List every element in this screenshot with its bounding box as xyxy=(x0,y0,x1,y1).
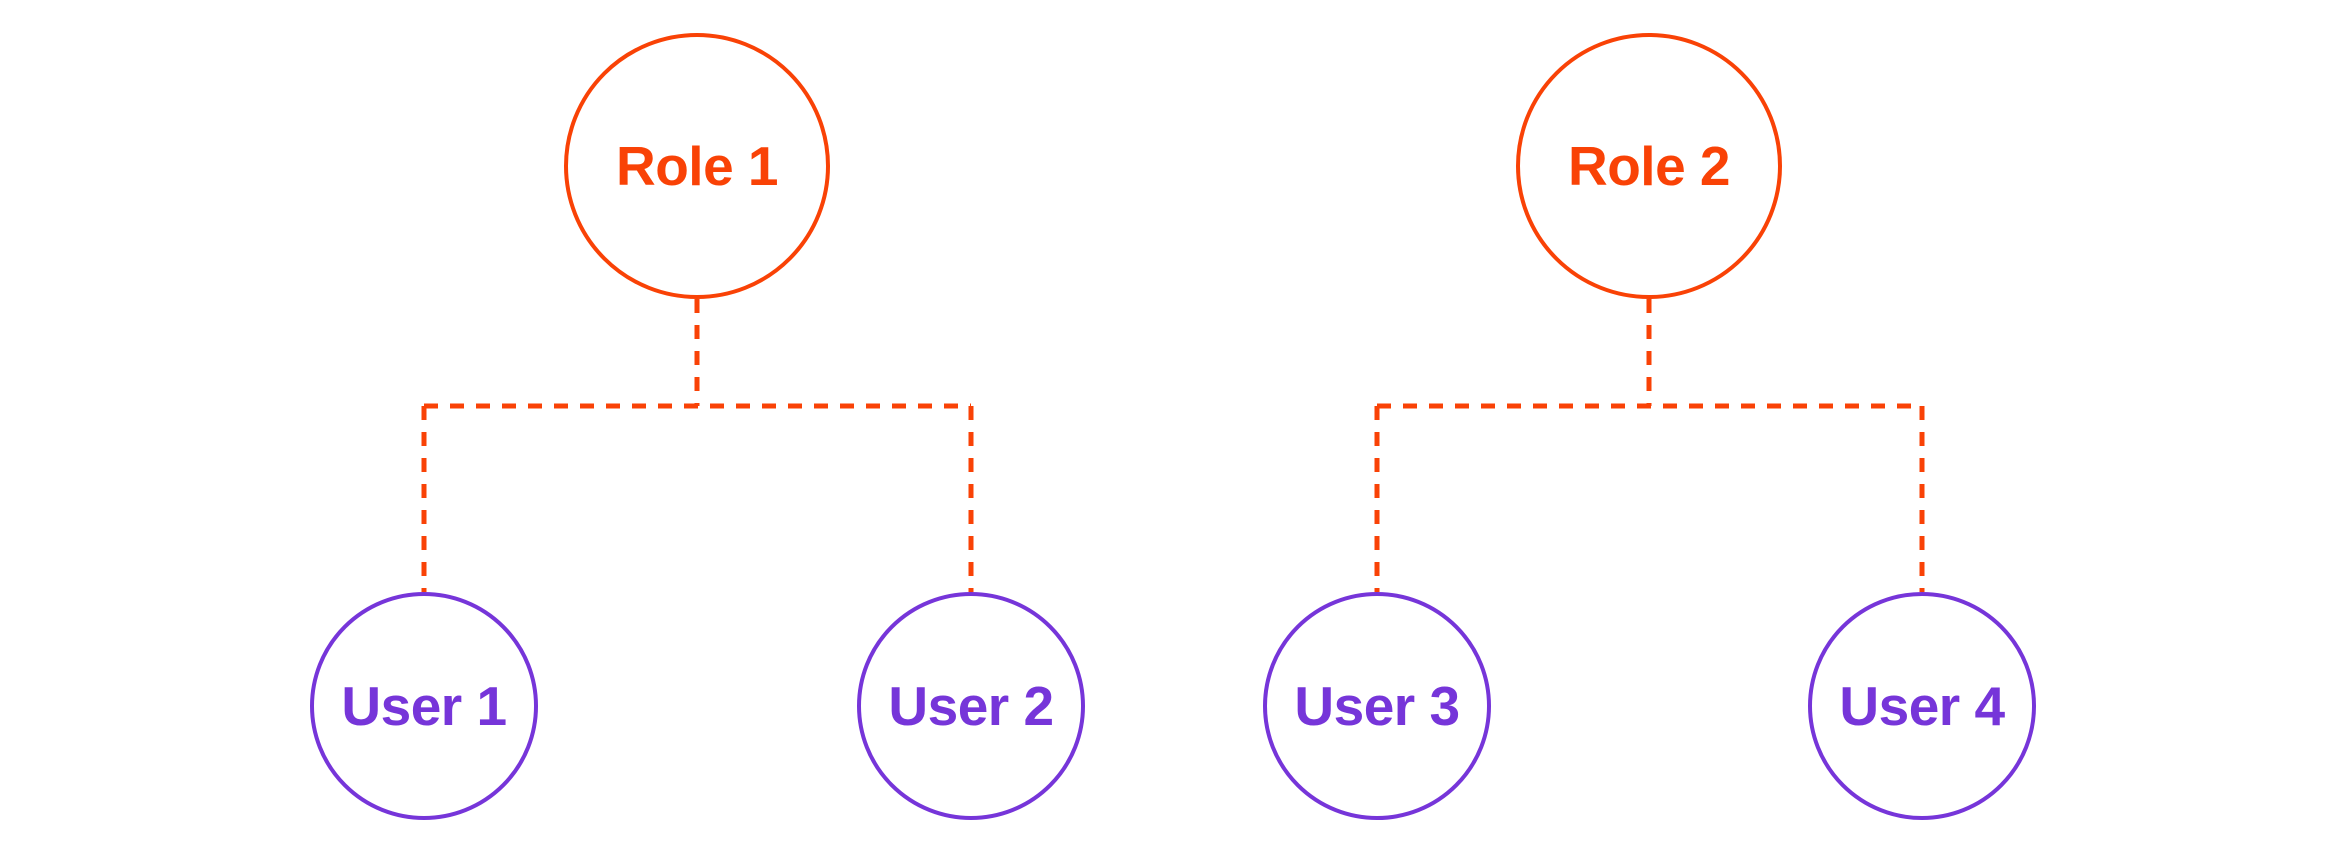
user-4-circle xyxy=(1808,592,2036,820)
user-node-3: User 3 xyxy=(1263,592,1491,820)
role-node-1: Role 1 xyxy=(564,33,830,299)
user-1-circle xyxy=(310,592,538,820)
connector-tree-1 xyxy=(421,299,974,592)
user-3-circle xyxy=(1263,592,1491,820)
user-node-2: User 2 xyxy=(857,592,1085,820)
role-2-circle xyxy=(1516,33,1782,299)
role-1-label: Role 1 xyxy=(616,135,778,197)
user-node-4: User 4 xyxy=(1808,592,2036,820)
user-1-label: User 1 xyxy=(341,675,506,737)
role-1-circle xyxy=(564,33,830,299)
user-3-label: User 3 xyxy=(1294,675,1459,737)
role-node-2: Role 2 xyxy=(1516,33,1782,299)
role-2-label: Role 2 xyxy=(1568,135,1730,197)
connector-tree-2 xyxy=(1374,299,1925,592)
user-2-label: User 2 xyxy=(888,675,1053,737)
user-2-circle xyxy=(857,592,1085,820)
user-node-1: User 1 xyxy=(310,592,538,820)
user-4-label: User 4 xyxy=(1839,675,2005,737)
